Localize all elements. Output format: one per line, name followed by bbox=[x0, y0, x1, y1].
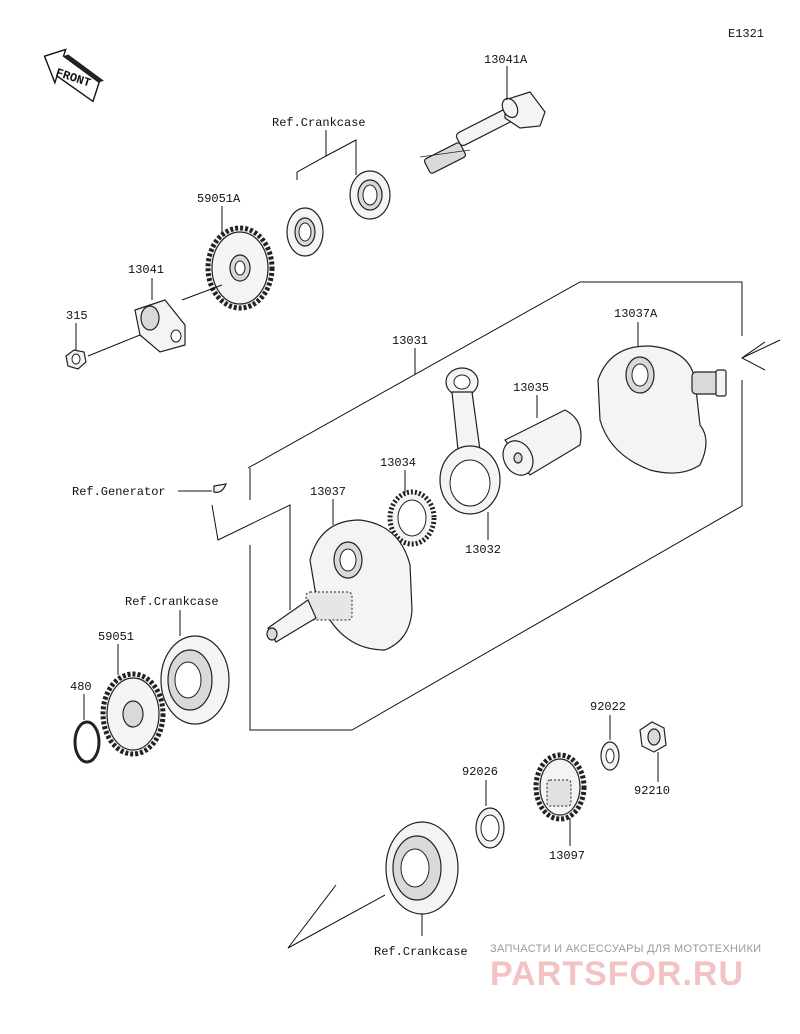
nut-315 bbox=[65, 349, 87, 370]
washer-92022 bbox=[600, 741, 620, 771]
label-59051: 59051 bbox=[98, 630, 134, 644]
label-13041A: 13041A bbox=[484, 53, 528, 67]
bearing-top-right bbox=[349, 170, 391, 220]
crankshaft-assembly-frame bbox=[247, 281, 781, 731]
balancer-weight-13041 bbox=[134, 299, 186, 353]
label-ref-crankcase-mid: Ref.Crankcase bbox=[125, 595, 219, 609]
gear-13097 bbox=[533, 752, 587, 822]
front-arrow-icon: FRONT bbox=[43, 48, 104, 103]
label-13041: 13041 bbox=[128, 263, 164, 277]
label-13031: 13031 bbox=[392, 334, 428, 348]
label-13034: 13034 bbox=[380, 456, 416, 470]
main-bearing-bottom bbox=[385, 821, 459, 915]
label-92022: 92022 bbox=[590, 700, 626, 714]
watermark-subtitle: ЗАПЧАСТИ И АКСЕССУАРЫ ДЛЯ МОТОТЕХНИКИ bbox=[490, 943, 761, 955]
label-13035: 13035 bbox=[513, 381, 549, 395]
label-13032: 13032 bbox=[465, 543, 501, 557]
label-59051A: 59051A bbox=[197, 192, 241, 206]
crank-half-13037 bbox=[266, 519, 413, 651]
label-13037: 13037 bbox=[310, 485, 346, 499]
watermark-brand: PARTSFOR.RU bbox=[490, 955, 744, 993]
label-92026: 92026 bbox=[462, 765, 498, 779]
label-13097: 13097 bbox=[549, 849, 585, 863]
crank-pin-13035 bbox=[502, 409, 582, 476]
collar-92026 bbox=[475, 807, 505, 849]
label-315: 315 bbox=[66, 309, 88, 323]
label-ref-crankcase-top: Ref.Crankcase bbox=[272, 116, 366, 130]
key-icon bbox=[213, 483, 227, 493]
crank-half-13037A bbox=[597, 345, 727, 474]
balancer-shaft-13041A bbox=[419, 91, 546, 174]
label-ref-generator: Ref.Generator bbox=[72, 485, 166, 499]
connecting-rod-13032 bbox=[439, 367, 501, 515]
diagram-code: E1321 bbox=[728, 27, 764, 41]
gear-59051A bbox=[205, 225, 275, 311]
label-480: 480 bbox=[70, 680, 92, 694]
gear-59051 bbox=[100, 671, 166, 757]
main-bearing-mid bbox=[160, 635, 230, 725]
label-92210: 92210 bbox=[634, 784, 670, 798]
needle-bearing-13034 bbox=[387, 489, 437, 547]
label-13037A: 13037A bbox=[614, 307, 658, 321]
label-ref-crankcase-bottom: Ref.Crankcase bbox=[374, 945, 468, 959]
circlip-480 bbox=[73, 720, 101, 764]
bearing-top-left bbox=[286, 207, 324, 257]
nut-92210 bbox=[639, 721, 667, 753]
